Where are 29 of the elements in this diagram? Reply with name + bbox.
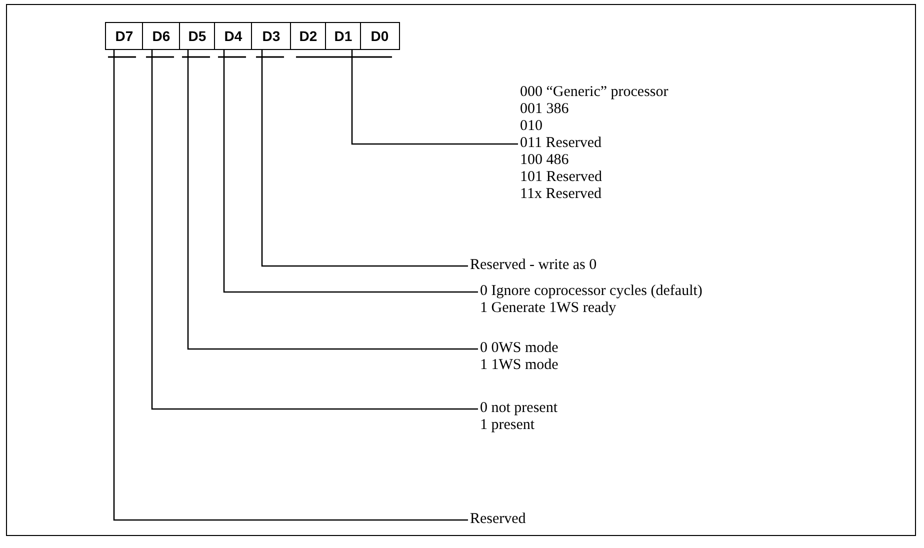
description-line: Reserved - write as 0 xyxy=(470,257,597,274)
bit-box: D0 xyxy=(360,22,400,50)
description-line: 0 0WS mode xyxy=(480,340,558,357)
leader-line xyxy=(151,50,478,410)
leader-line xyxy=(187,50,478,350)
description-line: 0 not present xyxy=(480,400,558,417)
description-line: 0 Ignore coprocessor cycles (default) xyxy=(480,283,702,300)
description-line: 1 Generate 1WS ready xyxy=(480,300,618,317)
description-line: Reserved xyxy=(470,511,526,528)
description-line: 1 present xyxy=(480,417,536,434)
description-line: 101 Reserved xyxy=(520,169,604,186)
leader-line xyxy=(223,50,478,293)
description-line: 1 1WS mode xyxy=(480,357,558,374)
bit-box: D1 xyxy=(325,22,362,50)
bit-box: D6 xyxy=(142,22,180,50)
description-line: 100 486 xyxy=(520,152,570,169)
bit-box: D5 xyxy=(179,22,216,50)
description-line: 001 386 xyxy=(520,101,570,118)
description-line: 11x Reserved xyxy=(520,186,603,203)
leader-line xyxy=(261,50,468,267)
description-line: 010 xyxy=(520,118,544,135)
leader-line xyxy=(351,50,518,145)
description-line: 000 “Generic” processor xyxy=(520,84,668,101)
leader-line xyxy=(113,50,468,521)
bit-box: D7 xyxy=(105,22,144,50)
bit-box: D2 xyxy=(290,22,326,50)
bit-box: D4 xyxy=(214,22,252,50)
bit-box: D3 xyxy=(251,22,292,50)
description-line: 011 Reserved xyxy=(520,135,603,152)
